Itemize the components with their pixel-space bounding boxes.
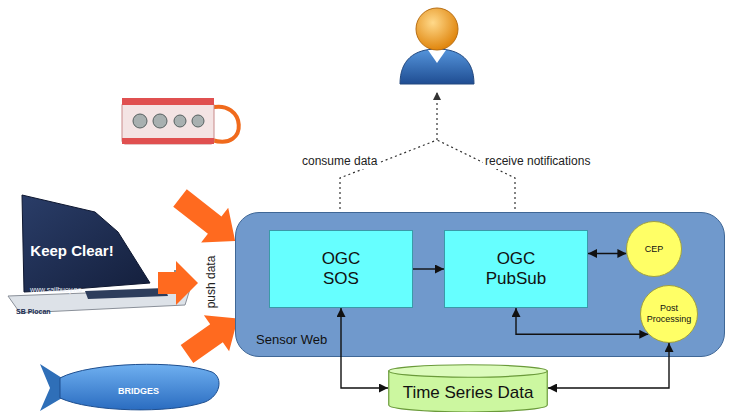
process-circle: Post Processing [640,285,698,343]
label-anchor: www.sailbuoy.no [30,278,82,296]
auv-body [60,364,219,410]
sail [22,195,150,292]
device-strip [122,138,214,144]
cylinder-top [389,365,548,378]
flow-label: receive notifications [483,155,592,169]
connector [588,253,626,254]
auv-fin [40,364,62,411]
label-anchor: SB Plocan [16,300,51,318]
connector [341,308,388,388]
device-connector [133,114,147,128]
process-circle: CEP [626,221,682,277]
database-cylinder: Time Series Data [388,364,548,412]
url-text: www.sailbuoy.no [30,286,82,294]
connector [413,268,444,269]
connector [516,308,648,334]
flow-label: push data [205,256,219,309]
device-connector [153,114,167,128]
device-case [122,102,214,144]
service-name: OGC SOS [322,249,361,290]
process-name: CEP [645,244,664,255]
service-box: OGC PubSub [444,230,588,308]
band-title: Sensor Web [256,332,327,348]
solar-panel [85,288,168,299]
auv [40,364,219,411]
flow-label: consume data [300,155,379,169]
database-name: Time Series Data [403,383,534,403]
process-name: Post Processing [647,303,692,325]
device-strip [122,98,214,105]
logo-text: BRIDGES [118,386,159,396]
sensor-web-band: Sensor Web OGC SOS OGC PubSub CEP Post Proce… [235,212,725,357]
label-anchor: consume data [300,151,379,169]
push-arrow [158,261,198,305]
service-name: OGC PubSub [486,249,547,290]
user-body [400,49,474,84]
label-anchor: Keep Clear! [30,242,114,260]
label-anchor: push data [201,256,219,309]
service-box: OGC SOS [269,230,413,308]
sail-text: Keep Clear! [30,242,113,259]
vessel-name: SB Plocan [16,308,51,316]
dotted-arrow [436,92,437,140]
user-collar [428,50,446,63]
device-connector [174,115,186,127]
label-anchor: BRIDGES [118,380,159,398]
user-icon [400,8,474,84]
device-connector [192,115,204,127]
sensor-device [122,98,239,144]
sailbuoy [8,195,190,313]
connector [548,343,669,388]
user-head [416,8,458,50]
label-anchor: receive notifications [483,151,592,169]
